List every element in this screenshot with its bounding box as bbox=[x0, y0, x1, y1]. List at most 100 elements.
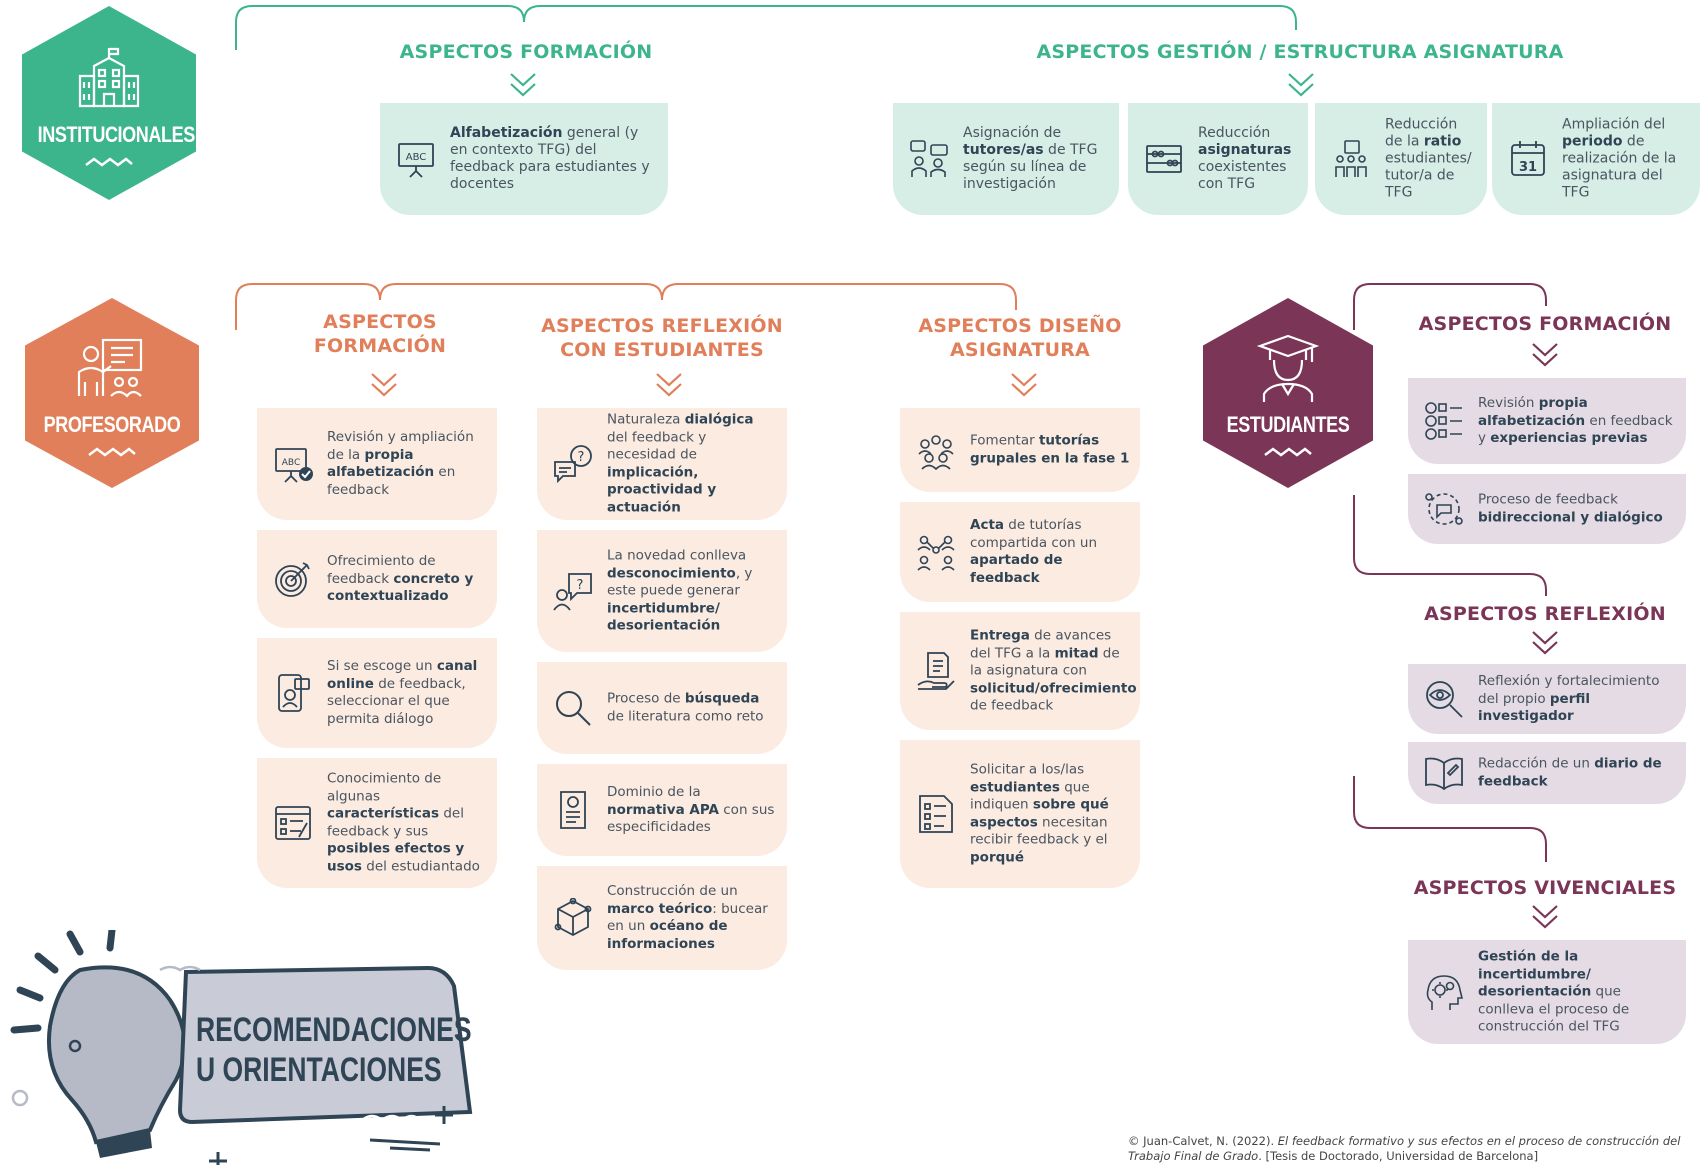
card-text: Dominio de la normativa APA con sus espe… bbox=[607, 783, 775, 835]
open-book-icon bbox=[1425, 757, 1463, 791]
cube-network-icon bbox=[554, 898, 592, 937]
checklist-form-icon bbox=[919, 795, 953, 833]
svg-text:ABC: ABC bbox=[282, 458, 300, 468]
svg-text:ABC: ABC bbox=[406, 152, 427, 163]
card-text: Proceso de feedback bidireccional y dial… bbox=[1478, 491, 1663, 526]
card-text: Revisión propia alfabetización en feedba… bbox=[1478, 394, 1673, 446]
svg-text:?: ? bbox=[578, 450, 585, 465]
target-icon bbox=[275, 562, 310, 597]
card-prof-form-1: ABC Revisión y ampliación de la propia a… bbox=[257, 408, 497, 520]
hand-document-icon bbox=[917, 652, 955, 690]
chevron-down-icon bbox=[1532, 343, 1558, 367]
svg-text:31: 31 bbox=[1519, 160, 1537, 175]
card-text: La novedad conlleva desconocimiento, y e… bbox=[607, 547, 753, 634]
heading-est-vivenciales: ASPECTOS VIVENCIALES bbox=[1413, 877, 1677, 899]
chevron-down-icon bbox=[371, 373, 397, 397]
card-prof-refl-1: ? Naturaleza dialógica del feedback y ne… bbox=[537, 408, 787, 520]
card-prof-dis-4: Solicitar a los/las estudiantes que indi… bbox=[900, 740, 1140, 888]
heading-est-formacion: ASPECTOS FORMACIÓN bbox=[1418, 313, 1672, 335]
card-est-viv-1: Gestión de la incertidumbre/ desorientac… bbox=[1408, 940, 1686, 1044]
wave-icon bbox=[85, 157, 133, 167]
card-est-form-1: Revisión propia alfabetización en feedba… bbox=[1408, 378, 1686, 464]
chevron-down-icon bbox=[510, 73, 536, 97]
card-est-refl-2: Redacción de un diario de feedback bbox=[1408, 742, 1686, 804]
heading-inst-formacion: ASPECTOS FORMACIÓN bbox=[399, 41, 653, 63]
card-est-refl-1: Reflexión y fortalecimiento del propio p… bbox=[1408, 664, 1686, 734]
svg-text:?: ? bbox=[577, 578, 584, 593]
card-text: Redacción de un diario de feedback bbox=[1478, 755, 1662, 790]
card-text: Ofrecimiento de feedback concreto y cont… bbox=[327, 552, 474, 604]
hexagon-label: ESTUDIANTES bbox=[1226, 412, 1350, 437]
group-icon bbox=[1335, 140, 1367, 177]
banner-line-2: U ORIENTACIONES bbox=[196, 1051, 442, 1089]
card-est-form-2: Proceso de feedback bidireccional y dial… bbox=[1408, 474, 1686, 544]
chevron-down-icon bbox=[1532, 631, 1558, 655]
person-question-icon: ? bbox=[553, 573, 592, 611]
card-prof-dis-1: Fomentar tutorías grupales en la fase 1 bbox=[900, 408, 1140, 492]
teacher-board-icon bbox=[77, 338, 143, 398]
card-text: Si se escoge un canal online de feedback… bbox=[327, 658, 478, 727]
graduate-icon bbox=[1256, 334, 1320, 402]
card-prof-form-3: Si se escoge un canal online de feedback… bbox=[257, 638, 497, 748]
card-text: Conocimiento de algunas características … bbox=[327, 770, 480, 875]
banner-title: RECOMENDACIONES U ORIENTACIONES bbox=[196, 1010, 472, 1090]
card-text: Entrega de avances del TFG a la mitad de… bbox=[970, 627, 1137, 714]
card-prof-refl-2: ? La novedad conlleva desconocimiento, y… bbox=[537, 530, 787, 652]
card-prof-form-2: Ofrecimiento de feedback concreto y cont… bbox=[257, 530, 497, 628]
abc-board-icon: ABC bbox=[398, 143, 434, 178]
chevron-down-icon bbox=[1532, 905, 1558, 929]
card-prof-dis-2: Acta de tutorías compartida con un apart… bbox=[900, 502, 1140, 602]
wave-icon bbox=[1264, 447, 1312, 457]
dialog-question-icon: ? bbox=[554, 445, 592, 484]
tutors-chat-icon bbox=[910, 140, 948, 177]
school-building-icon bbox=[78, 47, 140, 108]
card-gestion-asignaturas: Reducción asignaturas coexistentes con T… bbox=[1128, 103, 1308, 215]
card-text: Ampliación del periodo de realización de… bbox=[1562, 116, 1677, 201]
head-gears-icon bbox=[1426, 975, 1464, 1010]
magnifier-icon bbox=[556, 691, 591, 726]
wave-icon bbox=[88, 447, 136, 457]
chevron-down-icon bbox=[656, 373, 682, 397]
card-prof-refl-3: Proceso de búsqueda de literatura como r… bbox=[537, 662, 787, 754]
card-text: Reflexión y fortalecimiento del propio p… bbox=[1478, 672, 1660, 724]
card-text: Asignación de tutores/as de TFG según su… bbox=[963, 125, 1098, 192]
calendar-icon: 31 bbox=[1511, 141, 1545, 176]
abc-board-check-icon: ABC bbox=[275, 448, 313, 483]
card-text: Solicitar a los/las estudiantes que indi… bbox=[970, 761, 1109, 866]
group-tutoring-icon bbox=[918, 435, 954, 470]
card-text: Reducción asignaturas coexistentes con T… bbox=[1198, 125, 1292, 192]
banner-line-1: RECOMENDACIONES bbox=[196, 1011, 472, 1049]
card-gestion-ratio: Reducción de la ratio estudiantes/ tutor… bbox=[1315, 103, 1487, 215]
heading-inst-gestion: ASPECTOS GESTIÓN / ESTRUCTURA ASIGNATURA bbox=[1036, 41, 1564, 63]
hexagon-label: INSTITUCIONALES bbox=[37, 122, 196, 147]
chevron-down-icon bbox=[1011, 373, 1037, 397]
card-text: Naturaleza dialógica del feedback y nece… bbox=[607, 411, 754, 516]
card-gestion-tutores: Asignación de tutores/as de TFG según su… bbox=[893, 103, 1119, 215]
card-text: Construcción de un marco teórico: bucear… bbox=[607, 883, 768, 952]
card-prof-form-4: Conocimiento de algunas características … bbox=[257, 758, 497, 888]
card-inst-alfabetizacion: ABC Alfabetización general (y en context… bbox=[380, 103, 668, 215]
emoji-checklist-icon bbox=[1425, 402, 1462, 440]
network-people-icon bbox=[917, 535, 955, 571]
bidirectional-feedback-icon bbox=[1425, 493, 1463, 525]
abacus-icon bbox=[1146, 145, 1182, 173]
hexagon-label: PROFESORADO bbox=[43, 412, 181, 437]
lightbulb-banner-graphic bbox=[10, 930, 473, 1165]
card-text: Fomentar tutorías grupales en la fase 1 bbox=[970, 432, 1130, 467]
card-prof-refl-5: Construcción de un marco teórico: bucear… bbox=[537, 866, 787, 970]
estudiantes-hexagon: ESTUDIANTES bbox=[1203, 298, 1373, 488]
online-profile-icon bbox=[278, 674, 310, 712]
checklist-clipboard-icon bbox=[275, 806, 311, 840]
card-prof-refl-4: Dominio de la normativa APA con sus espe… bbox=[537, 764, 787, 856]
card-text: Acta de tutorías compartida con un apart… bbox=[970, 517, 1098, 586]
document-seal-icon bbox=[560, 791, 586, 829]
heading-est-reflexion: ASPECTOS REFLEXIÓN bbox=[1424, 603, 1666, 625]
card-text: Gestión de la incertidumbre/ desorientac… bbox=[1478, 948, 1630, 1035]
card-text: Reducción de la ratio estudiantes/ tutor… bbox=[1385, 116, 1472, 201]
card-text: Alfabetización general (y en contexto TF… bbox=[450, 125, 650, 192]
citation: © Juan-Calvet, N. (2022). El feedback fo… bbox=[1128, 1134, 1681, 1163]
